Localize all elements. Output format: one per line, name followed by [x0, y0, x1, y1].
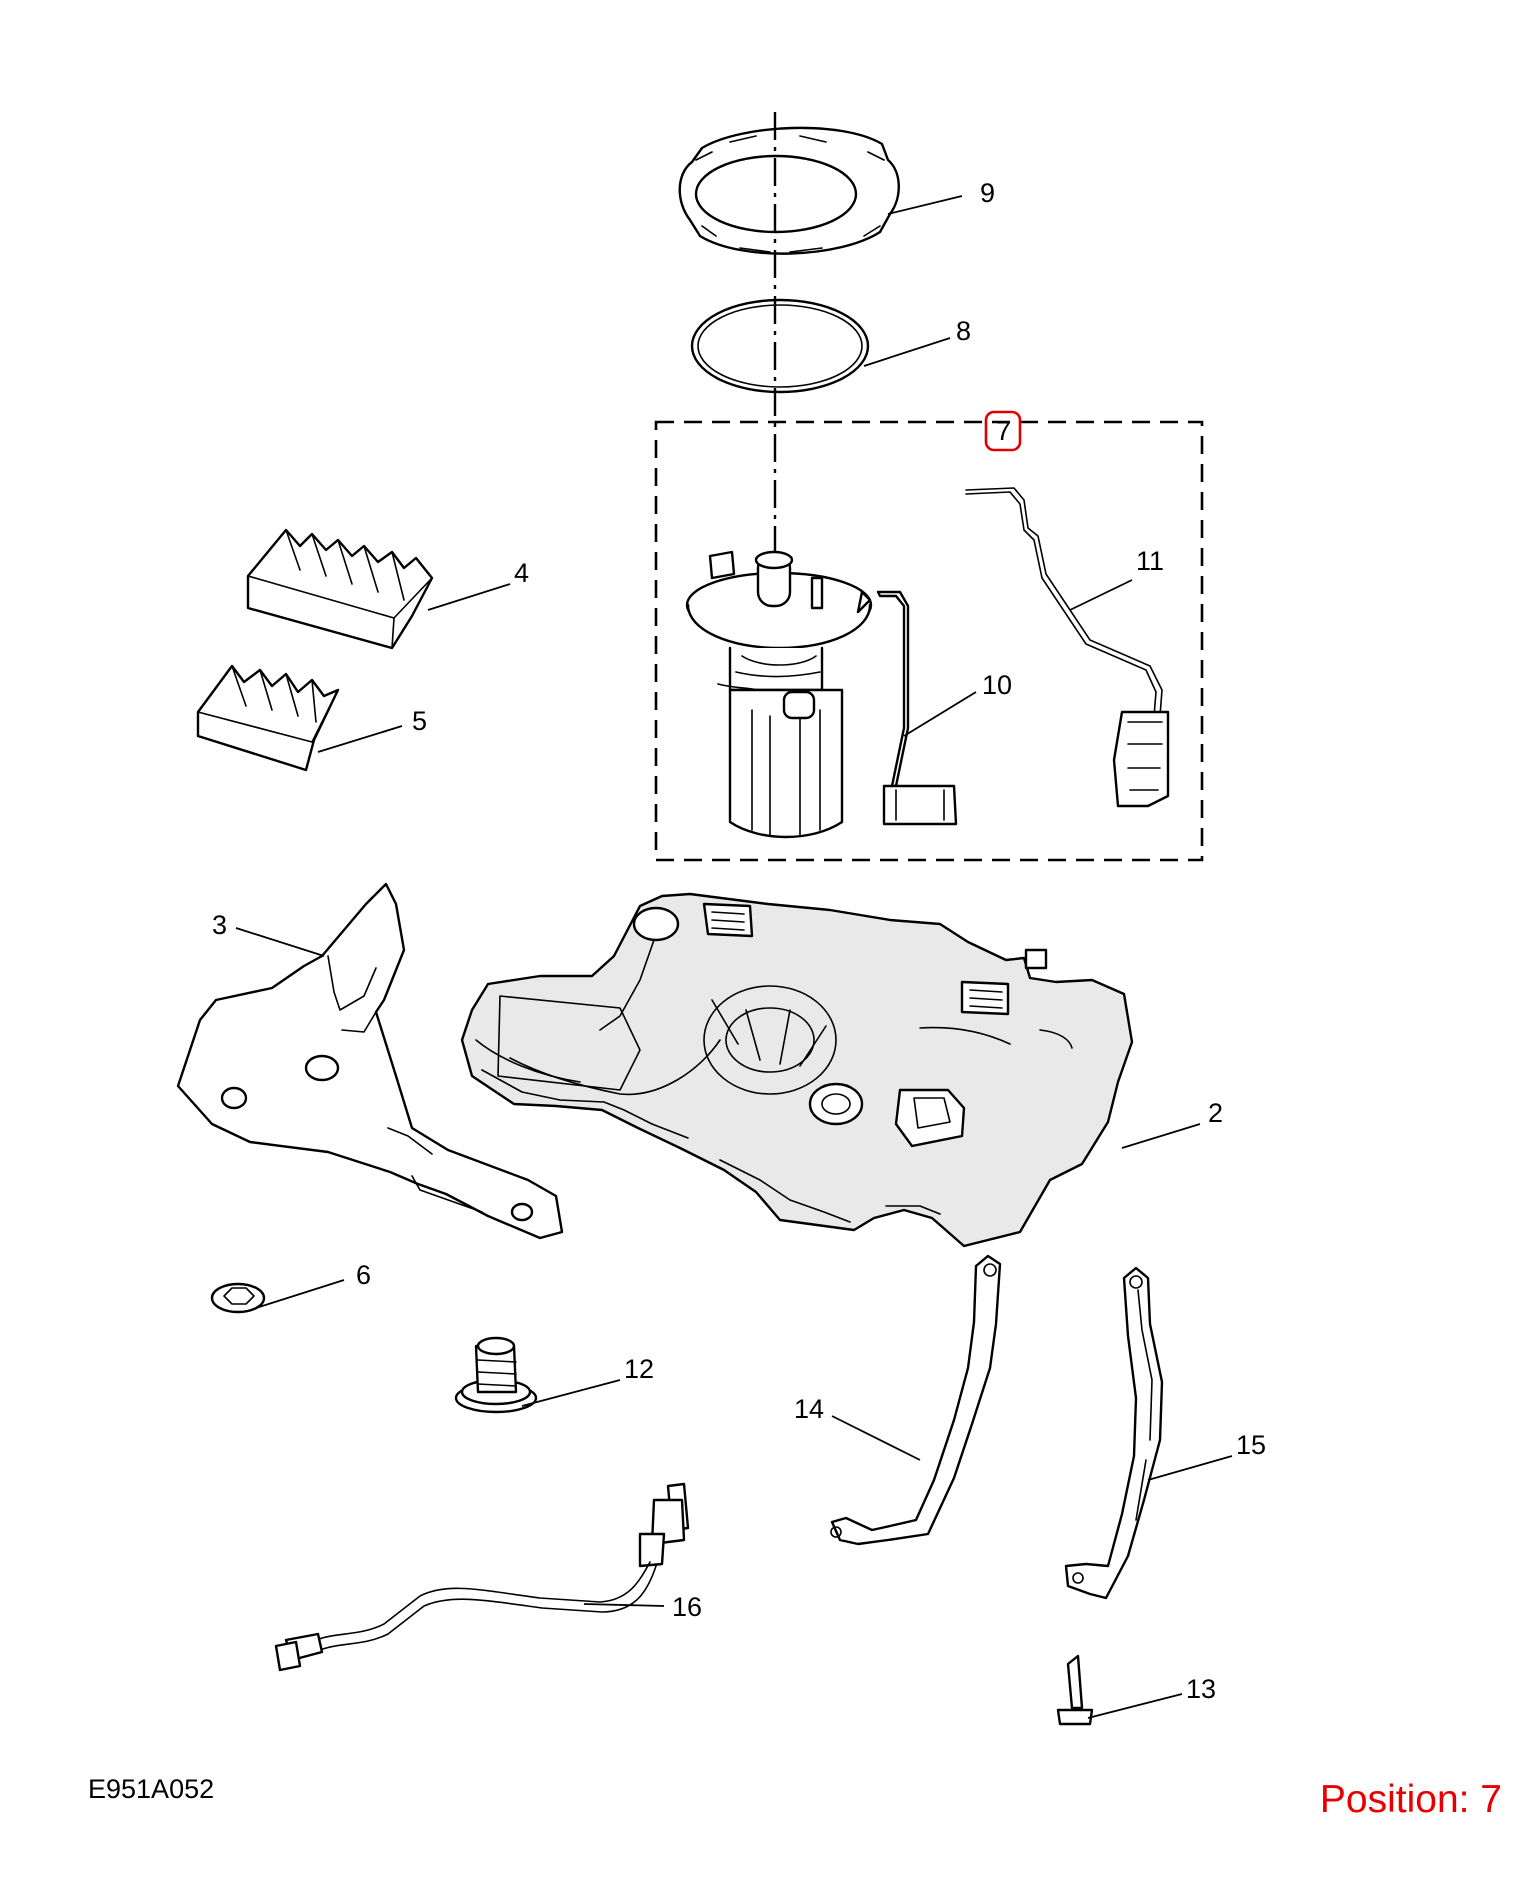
- callout-8[interactable]: 8: [956, 316, 971, 346]
- leader-lines: [235, 195, 1233, 1719]
- diagram-code: E951A052: [88, 1774, 215, 1804]
- fuel-pump-module[interactable]: [685, 550, 873, 839]
- part-9-locking-ring[interactable]: [678, 126, 900, 255]
- part-8-seal[interactable]: [690, 298, 870, 394]
- part-6-clip[interactable]: [210, 1282, 266, 1314]
- callout-15[interactable]: 15: [1236, 1430, 1266, 1460]
- part-12-grommet[interactable]: [454, 1336, 538, 1414]
- callout-13[interactable]: 13: [1186, 1674, 1216, 1704]
- part-3-heat-shield[interactable]: [176, 882, 564, 1240]
- group-7-box: [654, 420, 1204, 862]
- callout-9[interactable]: 9: [980, 178, 995, 208]
- callout-12[interactable]: 12: [624, 1354, 654, 1384]
- callout-7[interactable]: 7: [996, 416, 1011, 446]
- callout-10[interactable]: 10: [982, 670, 1012, 700]
- callout-3[interactable]: 3: [212, 910, 227, 940]
- callout-2[interactable]: 2: [1208, 1098, 1223, 1128]
- part-16-pipe[interactable]: [274, 1482, 690, 1672]
- callout-7-highlight: [984, 410, 1022, 452]
- callout-6[interactable]: 6: [356, 1260, 371, 1290]
- callout-5[interactable]: 5: [412, 706, 427, 736]
- part-10-level-sender[interactable]: [876, 590, 958, 826]
- part-11-harness[interactable]: [965, 487, 1170, 808]
- part-14-strap[interactable]: [830, 1254, 1002, 1546]
- part-13-bolt[interactable]: [1056, 1654, 1094, 1726]
- callout-14[interactable]: 14: [794, 1394, 824, 1424]
- part-15-strap[interactable]: [1064, 1266, 1164, 1600]
- part-4-pad[interactable]: [246, 528, 434, 650]
- callout-11[interactable]: 11: [1136, 546, 1164, 576]
- position-label: Position: 7: [1319, 1778, 1502, 1821]
- callout-4[interactable]: 4: [514, 558, 529, 588]
- callout-16[interactable]: 16: [672, 1592, 702, 1622]
- part-5-pad[interactable]: [196, 664, 340, 772]
- callout-labels: 9 8 7 11 4 10 5 3 2 6 12 14 15 16 13: [212, 178, 1266, 1704]
- part-2-fuel-tank[interactable]: [460, 892, 1134, 1248]
